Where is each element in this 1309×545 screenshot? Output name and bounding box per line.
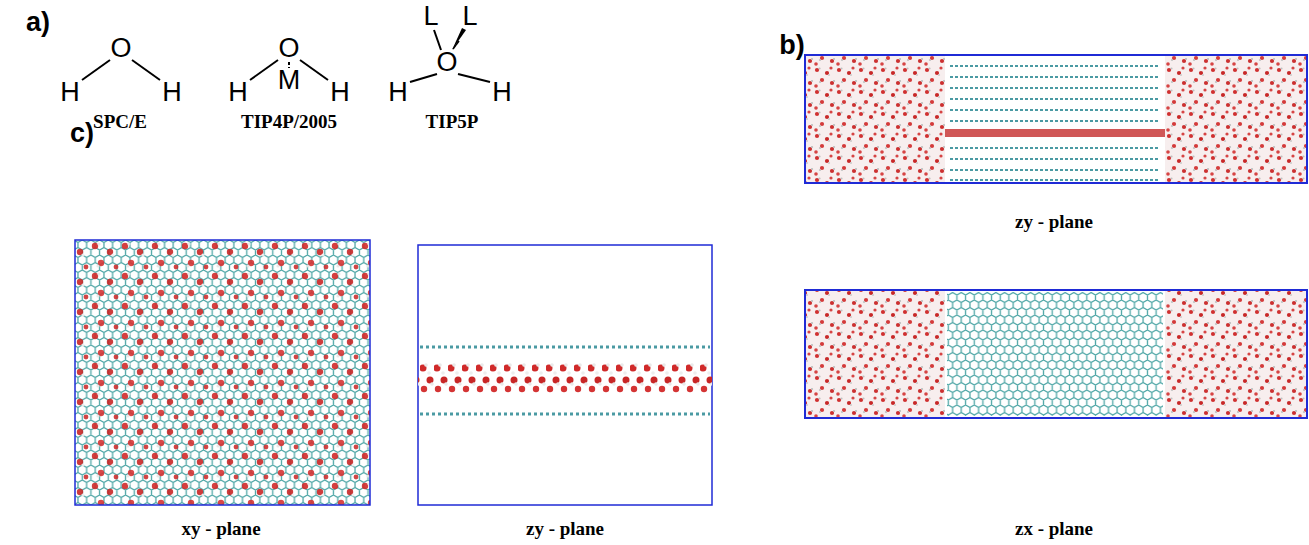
plane-label: xy - plane [181,519,260,538]
plane-label: zx - plane [1015,519,1093,538]
atom-label: O [278,35,299,62]
model-name: TIP4P/2005 [241,112,337,131]
atom-label: L [462,3,477,30]
panel-label: c) [70,120,94,147]
model-name: TIP5P [426,112,479,131]
atom-label: H [228,79,248,106]
panel-label: b) [779,32,804,59]
atom-label: M [278,67,301,94]
model-name: SPC/E [93,112,147,131]
atom-label: O [436,49,457,76]
atom-label: H [492,79,512,106]
atom-label: H [162,79,182,106]
atom-label: H [60,79,80,106]
atom-label: H [330,79,350,106]
panel-label: a) [26,9,50,36]
plane-label: zy - plane [1015,212,1093,231]
atom-label: O [110,35,131,62]
atom-label: H [388,79,408,106]
plane-label: zy - plane [526,519,604,538]
atom-label: L [423,3,438,30]
